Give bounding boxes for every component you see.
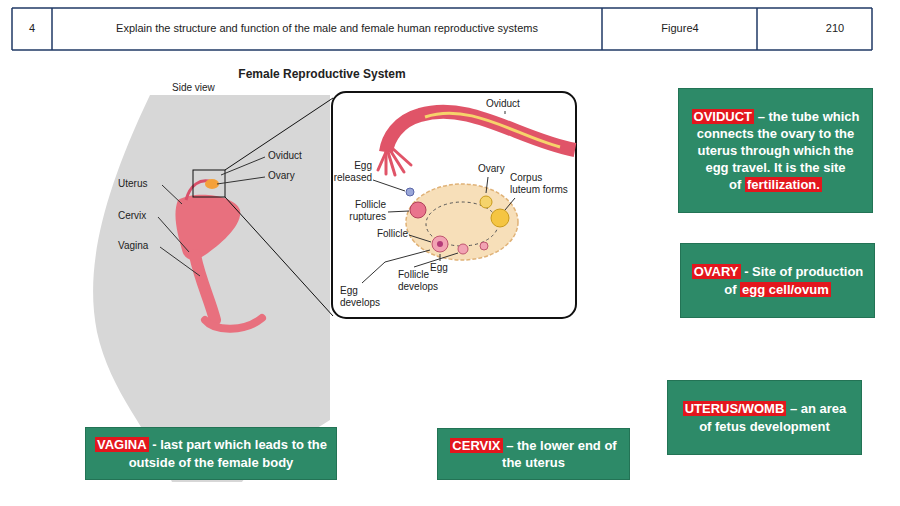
part-label: Egg [430,262,454,274]
fimbria [385,152,388,174]
figure-title: Female Reproductive System [222,67,422,81]
corpus-luteum [480,196,492,208]
highlight-term: fertilization. [745,177,822,192]
table-rule [51,8,53,50]
definition-box: OVIDUCT– the tube which connects the ova… [678,88,873,213]
stage-label: Follicle develops [398,269,444,293]
follicle [432,236,448,252]
stage-label: Egg released [324,160,372,184]
box-text: OVARY- Site of production ofegg cell/ovu… [689,263,866,297]
leader-line [160,247,200,276]
fimbriae [378,148,411,175]
box-text: VAGINA- last part which leads to the out… [94,436,328,470]
part-label: Vagina [118,240,162,252]
leader-line [221,157,265,175]
highlight-term: UTERUS/WOMB [683,401,787,416]
leader-line [388,211,409,212]
body-silhouette [93,95,330,482]
table-rule [756,8,758,50]
inset-ovary [406,184,518,260]
follicle [458,244,468,254]
ovary-small [205,179,219,189]
corpus-luteum [491,209,509,227]
leader-line [373,180,405,191]
zoom-line [225,98,333,170]
vulva-shape [205,318,262,329]
egg [437,241,443,247]
table-cell: 4 [16,22,48,35]
box-text: OVIDUCT– the tube which connects the ova… [687,108,864,194]
highlight-term: OVIDUCT [692,109,755,124]
ruptured-follicle [410,202,426,218]
table-cell: Explain the structure and function of th… [57,22,597,35]
table-rule [11,8,13,50]
highlight-term: VAGINA [95,437,149,452]
box-body: – the lower end of the uterus [502,438,617,470]
vagina-tube [195,255,215,320]
leader-line [158,217,189,252]
part-label: Cervix [118,210,162,222]
released-egg [406,188,414,196]
part-label: Oviduct [268,150,318,162]
box-text: UTERUS/WOMB– an area of fetus developmen… [676,400,853,434]
table-cell: 210 [800,22,870,35]
definition-box: VAGINA- last part which leads to the out… [85,427,337,480]
table-rule [12,7,872,9]
zoom-line [225,197,333,316]
definition-box: CERVIX– the lower end of the uterus [437,428,630,480]
definition-box: UTERUS/WOMB– an area of fetus developmen… [667,380,862,455]
uterus-shape [175,195,240,260]
stage-label: Corpus luteum forms [510,172,574,196]
table-rule [871,8,873,50]
leader-line [505,111,506,114]
stage-label: Egg develops [340,285,386,309]
highlight-term: CERVIX [450,438,502,453]
inset-oviduct [386,112,575,152]
header-table [12,8,872,50]
part-label: Uterus [118,178,162,190]
box-text: CERVIX– the lower end of the uterus [446,437,621,471]
box-body: - last part which leads to the outside o… [129,437,327,469]
stage-label: Follicle ruptures [338,199,386,223]
leader-line [409,235,431,242]
part-label: Ovary [268,170,318,182]
leader-line [486,177,488,193]
table-cell: Figure4 [640,22,720,35]
highlight-term: OVARY [692,264,741,279]
fimbria [392,148,411,165]
view-label: Side view [172,82,232,94]
leader-line [217,177,265,184]
highlight-term: egg cell/ovum [740,282,831,297]
definition-box: OVARY- Site of production ofegg cell/ovu… [680,243,875,318]
part-label: Oviduct [486,98,536,110]
inset-leaders [362,111,515,283]
follicle [480,242,488,250]
leader-lines [158,157,265,276]
table-rule [12,49,872,51]
leader-line [162,185,182,204]
stage-label: Follicle [360,228,408,240]
leader-line [505,198,515,210]
table-rule [601,8,603,50]
leader-line [440,254,441,261]
inset-frame [332,92,576,318]
inset-oviduct-lumen [425,113,560,147]
part-label: Ovary [478,163,514,175]
